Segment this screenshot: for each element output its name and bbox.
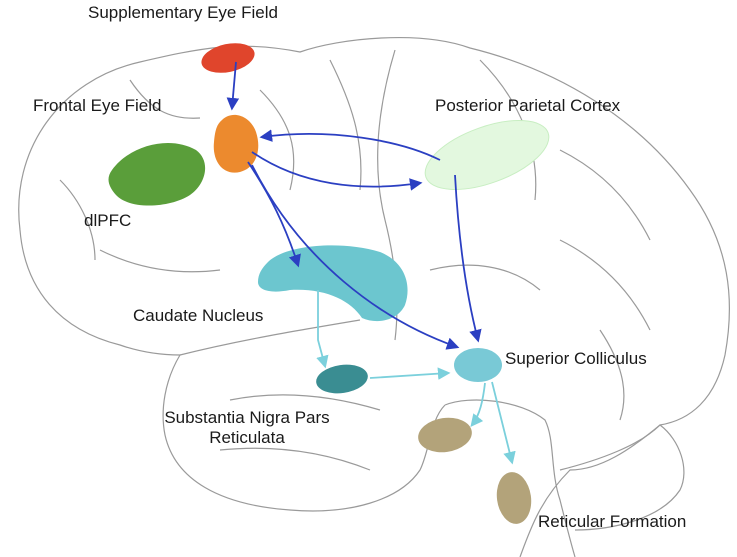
arrow-fef-to-sc bbox=[251, 164, 460, 350]
label-superior-colliculus: Superior Colliculus bbox=[505, 349, 647, 368]
sulcus bbox=[559, 149, 651, 241]
arrow-sc-to-reticular bbox=[491, 381, 516, 465]
sulcus bbox=[59, 179, 96, 261]
brainstem-outline bbox=[444, 399, 576, 557]
arrow-ppc-to-sc bbox=[454, 174, 482, 343]
sulcus bbox=[219, 447, 371, 471]
supplementary-eye-field-region bbox=[201, 43, 255, 73]
label-supplementary-eye-field: Supplementary Eye Field bbox=[88, 3, 278, 22]
caudate-nucleus-region bbox=[258, 245, 408, 322]
sulcus bbox=[429, 264, 541, 291]
brainstem-nucleus-region bbox=[418, 417, 472, 453]
arrow-sef-to-fef bbox=[226, 61, 240, 111]
label-substantia-nigra: Substantia Nigra Pars Reticulata bbox=[138, 408, 356, 449]
reticular-formation-region bbox=[496, 472, 532, 524]
dlpfc-region bbox=[108, 142, 206, 206]
label-frontal-eye-field: Frontal Eye Field bbox=[33, 96, 162, 115]
sulcus bbox=[229, 394, 381, 411]
substantia-nigra-region bbox=[316, 364, 368, 394]
label-substantia-nigra-line2: Reticulata bbox=[209, 428, 285, 448]
sulcus bbox=[99, 249, 221, 273]
superior-colliculus-region bbox=[454, 348, 502, 382]
cortical-pathways bbox=[226, 61, 482, 350]
arrow-caudate-to-snr bbox=[316, 290, 329, 369]
label-reticular-formation: Reticular Formation bbox=[538, 512, 687, 531]
cortex-outline bbox=[18, 37, 731, 557]
brain-outline bbox=[18, 37, 731, 557]
arrow-snr-to-sc bbox=[369, 367, 451, 380]
sulcus bbox=[259, 89, 295, 191]
sulcus bbox=[559, 239, 651, 331]
arrow-ppc-to-fef bbox=[259, 129, 441, 161]
label-caudate-nucleus: Caudate Nucleus bbox=[133, 306, 264, 325]
label-substantia-nigra-line1: Substantia Nigra Pars bbox=[164, 408, 330, 427]
frontal-eye-field-region bbox=[213, 114, 259, 173]
sulcus bbox=[599, 329, 625, 421]
sylvian-fissure bbox=[179, 319, 361, 356]
arrow-fef-to-caudate bbox=[247, 161, 301, 268]
label-dlpfc: dlPFC bbox=[84, 211, 132, 230]
posterior-parietal-cortex-region bbox=[424, 120, 550, 190]
central-sulcus bbox=[329, 59, 362, 191]
subcortical-pathways bbox=[316, 290, 516, 465]
label-posterior-parietal-cortex: Posterior Parietal Cortex bbox=[435, 96, 621, 115]
arrow-sc-to-brainstem bbox=[470, 382, 486, 427]
arrow-fef-to-ppc bbox=[251, 151, 423, 191]
temporal-lobe-outline bbox=[19, 229, 446, 512]
sulcus bbox=[129, 79, 201, 119]
cerebellum-outline bbox=[559, 424, 685, 531]
